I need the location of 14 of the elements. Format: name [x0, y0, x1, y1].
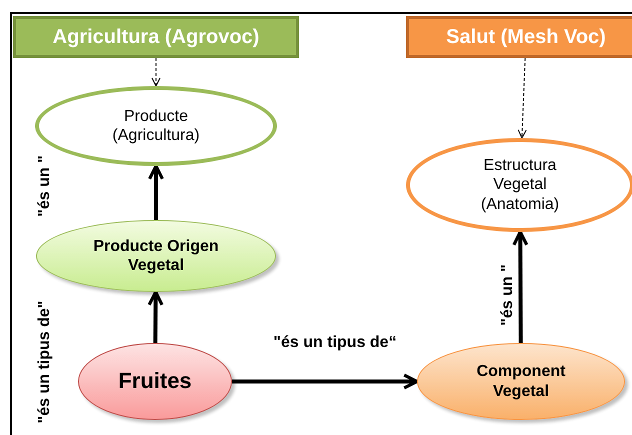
arrow	[518, 58, 527, 138]
concept-ellipse: Fruites	[78, 343, 232, 420]
concept-ellipse: Estructura Vegetal (Anatomia)	[406, 138, 632, 232]
arrow	[148, 164, 164, 220]
arrow	[148, 290, 164, 344]
arrow	[232, 374, 419, 390]
arrow	[512, 230, 528, 344]
category-box: Salut (Mesh Voc)	[406, 16, 632, 58]
edge-label: "és un tipus de“	[273, 334, 397, 352]
arrow	[152, 58, 160, 86]
concept-ellipse: Producte Origen Vegetal	[36, 220, 276, 292]
category-box: Agricultura (Agrovoc)	[13, 16, 299, 58]
relation-label: "és un tipus de"	[36, 300, 54, 424]
concept-ellipse: Component Vegetal	[417, 343, 625, 420]
